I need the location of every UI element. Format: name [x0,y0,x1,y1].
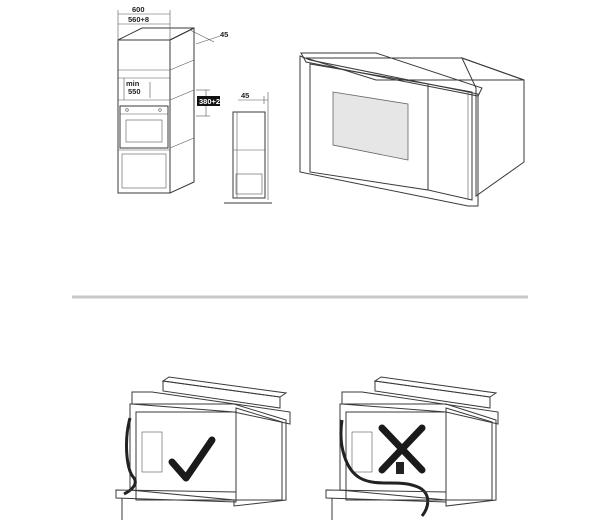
dim-min-value: 550 [128,87,141,96]
dim-45: 45 [220,30,228,39]
dim-380: 380+2 [199,97,220,106]
dim-min-label: min [126,79,140,88]
dimension-height-380: 380+2 [196,89,220,117]
dim-600: 600 [132,5,145,14]
dimension-width-600: 600 [117,5,171,42]
dimension-width-inner: 560+8 [118,15,170,25]
dim-560: 560+8 [128,15,149,24]
dimension-depth-45: 45 [189,29,228,45]
cabinet-drawing [117,27,195,194]
cross-icon [378,424,426,474]
side-section-drawing: 45 [224,91,272,204]
incorrect-install-drawing [325,376,499,520]
correct-install-drawing [115,376,291,520]
dimension-min-550: min 550 [126,79,151,98]
dim-side-45: 45 [241,91,249,100]
microwave-drawing [299,52,525,207]
checkmark-icon [168,436,216,482]
